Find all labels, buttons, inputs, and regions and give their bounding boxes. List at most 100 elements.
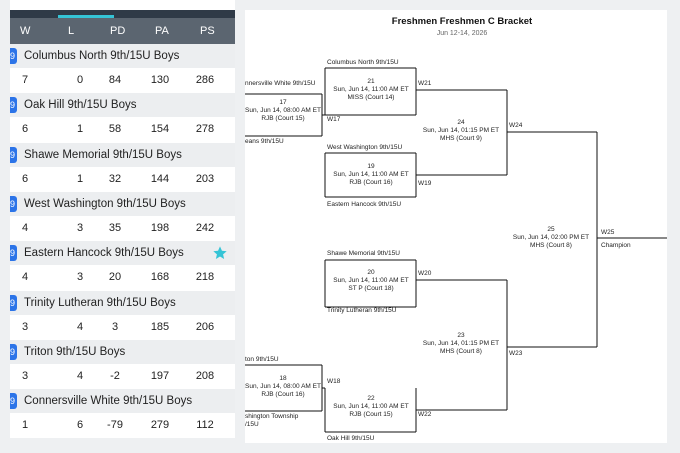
winner-label: W17: [327, 116, 341, 123]
star-icon[interactable]: [212, 245, 228, 261]
stat-ps: 203: [195, 172, 215, 185]
stat-pd: 20: [108, 271, 122, 284]
team-name-row[interactable]: 9 Eastern Hancock 9th/15U Boys: [10, 241, 235, 266]
game-number: 19: [367, 163, 375, 170]
stat-l: 3: [76, 221, 84, 234]
winner-label: W19: [418, 180, 432, 187]
team-name-row[interactable]: 9 Shawe Memorial 9th/15U Boys: [10, 142, 235, 167]
team-slot: Trinity Lutheran 9th/15U: [327, 307, 397, 314]
team-name[interactable]: Oak Hill 9th/15U Boys: [24, 99, 137, 112]
bracket-dates: Jun 12-14, 2026: [437, 30, 488, 37]
stat-w: 7: [21, 74, 29, 86]
team-name[interactable]: West Washington 9th/15U Boys: [24, 197, 186, 210]
game-time: Sun, Jun 14, 11:00 AM ET: [333, 277, 408, 284]
header-pd: PD: [110, 25, 126, 37]
stat-l: 3: [76, 271, 84, 284]
team-name[interactable]: Columbus North 9th/15U Boys: [24, 50, 180, 62]
game-number: 18: [279, 375, 287, 382]
stat-l: 1: [76, 123, 84, 136]
game-time: Sun, Jun 14, 11:00 AM ET: [333, 86, 408, 93]
team-slot: shington Township: [245, 413, 299, 420]
header-l: L: [68, 25, 75, 37]
team-name-row[interactable]: 9 Triton 9th/15U Boys: [10, 339, 235, 364]
team-slot: eans 9th/15U: [245, 138, 284, 145]
team-slot: Eastern Hancock 9th/15U: [327, 201, 401, 208]
stat-pd: -2: [110, 369, 120, 382]
game-time: Sun, Jun 14, 08:00 AM ET: [245, 107, 321, 114]
team-name-row[interactable]: 9 Oak Hill 9th/15U Boys: [10, 93, 235, 118]
seed-badge: 9: [10, 294, 17, 311]
stat-pd: 35: [108, 221, 122, 234]
header-w: W: [20, 25, 31, 37]
stat-w: 4: [21, 221, 29, 234]
team-name[interactable]: Triton 9th/15U Boys: [24, 345, 126, 358]
stat-w: 1: [21, 419, 29, 432]
game-court: MHS (Court 8): [530, 242, 572, 249]
game-court: MISS (Court 14): [348, 94, 395, 101]
game-number: 20: [367, 269, 375, 276]
stat-pd: 3: [111, 320, 119, 333]
game-court: ST P (Court 18): [348, 285, 393, 292]
stat-l: 0: [76, 74, 84, 86]
stat-l: 6: [76, 419, 84, 432]
team-slot: Shawe Memorial 9th/15U: [327, 250, 400, 257]
seed-badge: 9: [10, 97, 17, 114]
team-name[interactable]: Shawe Memorial 9th/15U Boys: [24, 148, 182, 161]
game-time: Sun, Jun 14, 01:15 PM ET: [423, 127, 499, 134]
standings-panel: W L PD PA PS 9 Columbus North 9th/15U Boy…: [10, 0, 235, 438]
game-number: 21: [367, 78, 375, 85]
team-slot: ton 9th/15U: [245, 356, 279, 363]
team-name-row[interactable]: 9 Columbus North 9th/15U Boys: [10, 44, 235, 68]
stat-ps: 286: [195, 74, 215, 86]
game-time: Sun, Jun 14, 08:00 AM ET: [245, 383, 321, 390]
winner-label: W23: [509, 350, 523, 357]
header-pa: PA: [155, 25, 169, 37]
seed-badge: 9: [10, 48, 17, 64]
team-slot: nnersville White 9th/15U: [245, 80, 316, 87]
game-court: MHS (Court 9): [440, 135, 482, 142]
game-number: 23: [457, 332, 465, 339]
seed-badge: 9: [10, 245, 17, 262]
bracket-title: Freshmen Freshmen C Bracket: [392, 16, 533, 27]
game-number: 25: [547, 226, 555, 233]
winner-label: W18: [327, 378, 341, 385]
stat-pa: 198: [150, 221, 170, 234]
team-name[interactable]: Connersville White 9th/15U Boys: [24, 395, 193, 408]
winner-label: W20: [418, 270, 432, 277]
game-time: Sun, Jun 14, 02:00 PM ET: [513, 234, 589, 241]
team-name[interactable]: Trinity Lutheran 9th/15U Boys: [24, 296, 176, 309]
team-slot: West Washington 9th/15U: [327, 144, 402, 151]
seed-badge: 9: [10, 343, 17, 360]
winner-label: W21: [418, 80, 432, 87]
stat-pa: 279: [150, 419, 170, 432]
team-slot: Columbus North 9th/15U: [327, 59, 399, 66]
champion-label: Champion: [601, 242, 631, 249]
stat-pa: 185: [150, 320, 170, 333]
stat-ps: 278: [195, 123, 215, 136]
team-name[interactable]: Eastern Hancock 9th/15U Boys: [24, 247, 184, 260]
bracket-panel: Freshmen Freshmen C Bracket Jun 12-14, 2…: [245, 10, 667, 443]
stat-w: 6: [21, 172, 29, 185]
team-name-row[interactable]: 9 Trinity Lutheran 9th/15U Boys: [10, 290, 235, 315]
stat-w: 6: [21, 123, 29, 136]
standings-header: W L PD PA PS: [10, 18, 235, 44]
seed-badge: 9: [10, 146, 17, 163]
game-court: MHS (Court 8): [440, 348, 482, 355]
bracket-diagram: Freshmen Freshmen C Bracket Jun 12-14, 2…: [245, 16, 667, 442]
stat-pd: -79: [107, 419, 123, 432]
